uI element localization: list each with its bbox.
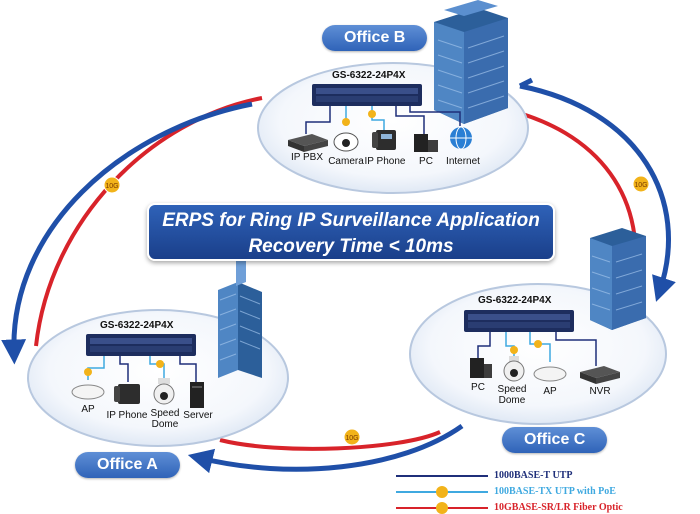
office-c-device-label: NVR	[589, 386, 611, 397]
access-point-icon	[533, 366, 567, 382]
legend-copper-label: 1000BASE-T UTP	[494, 470, 573, 481]
office-c-links	[477, 332, 597, 366]
svg-text:10G: 10G	[634, 182, 647, 189]
poe-badge	[156, 360, 164, 368]
office-b-device-label: Internet	[446, 156, 480, 167]
nvr-icon	[580, 366, 620, 384]
office-b-building-icon	[434, 0, 508, 124]
server-icon	[190, 382, 204, 408]
internet-icon	[450, 126, 472, 150]
office-b-device-label: PC	[419, 156, 433, 167]
fiber-10g-badges: 10G 10G 10G	[103, 175, 650, 446]
ip-phone-icon	[114, 384, 140, 404]
ip-phone-icon	[372, 130, 396, 150]
legend-fiber-label: 10GBASE-SR/LR Fiber Optic	[494, 502, 623, 513]
office-b-switch-icon	[312, 84, 422, 106]
office-c-device-label: PC	[471, 382, 485, 393]
legend-lines	[396, 475, 488, 514]
erps-arrows	[1, 77, 676, 474]
speed-dome-icon	[503, 356, 525, 382]
office-a-label: Office A	[75, 452, 180, 478]
10g-badge-right: 10G	[632, 175, 650, 193]
office-a-device-label: IP Phone	[106, 410, 148, 421]
office-a-device-label: Server	[183, 410, 213, 421]
office-a-device-label: AP	[81, 404, 95, 415]
title-line-1: ERPS for Ring IP Surveillance Applicatio…	[162, 210, 540, 231]
access-point-icon	[71, 384, 105, 400]
poe-badge	[368, 110, 376, 118]
office-c-label: Office C	[502, 427, 608, 453]
poe-badge	[342, 118, 350, 126]
diagram-title-box: ERPS for Ring IP Surveillance Applicatio…	[147, 203, 555, 261]
10g-badge-bottom: 10G	[343, 428, 361, 446]
office-b-switch-label: GS-6322-24P4X	[332, 70, 406, 81]
office-a-switch-label: GS-6322-24P4X	[100, 320, 174, 331]
title-line-2: Recovery Time < 10ms	[248, 236, 454, 257]
office-b-label: Office B	[322, 25, 428, 51]
poe-badge	[510, 346, 518, 354]
10g-badge-left: 10G	[103, 176, 121, 194]
office-c-device-label: AP	[543, 386, 557, 397]
office-a-links	[87, 356, 197, 382]
speed-dome-icon	[153, 378, 175, 405]
pc-icon	[470, 358, 492, 378]
legend-poe-label: 100BASE-TX UTP with PoE	[494, 486, 616, 497]
svg-text:10G: 10G	[345, 435, 358, 442]
ip-pbx-icon	[288, 134, 328, 152]
office-b-device-label: IP PBX	[290, 152, 324, 163]
office-a-building-icon	[218, 256, 262, 378]
office-b-device-label: IP Phone	[364, 156, 406, 167]
office-c-building-icon	[590, 228, 646, 330]
office-c-switch-label: GS-6322-24P4X	[478, 295, 552, 306]
office-a-device-label: Speed Dome	[150, 408, 180, 430]
svg-text:10G: 10G	[105, 183, 118, 190]
pc-icon	[414, 134, 438, 152]
office-c-device-label: Speed Dome	[497, 384, 527, 406]
poe-badge	[84, 368, 92, 376]
office-c-switch-icon	[464, 310, 574, 332]
office-b-device-label: Camera	[328, 156, 364, 167]
camera-icon	[333, 132, 359, 152]
poe-badge	[534, 340, 542, 348]
office-a-switch-icon	[86, 334, 196, 356]
